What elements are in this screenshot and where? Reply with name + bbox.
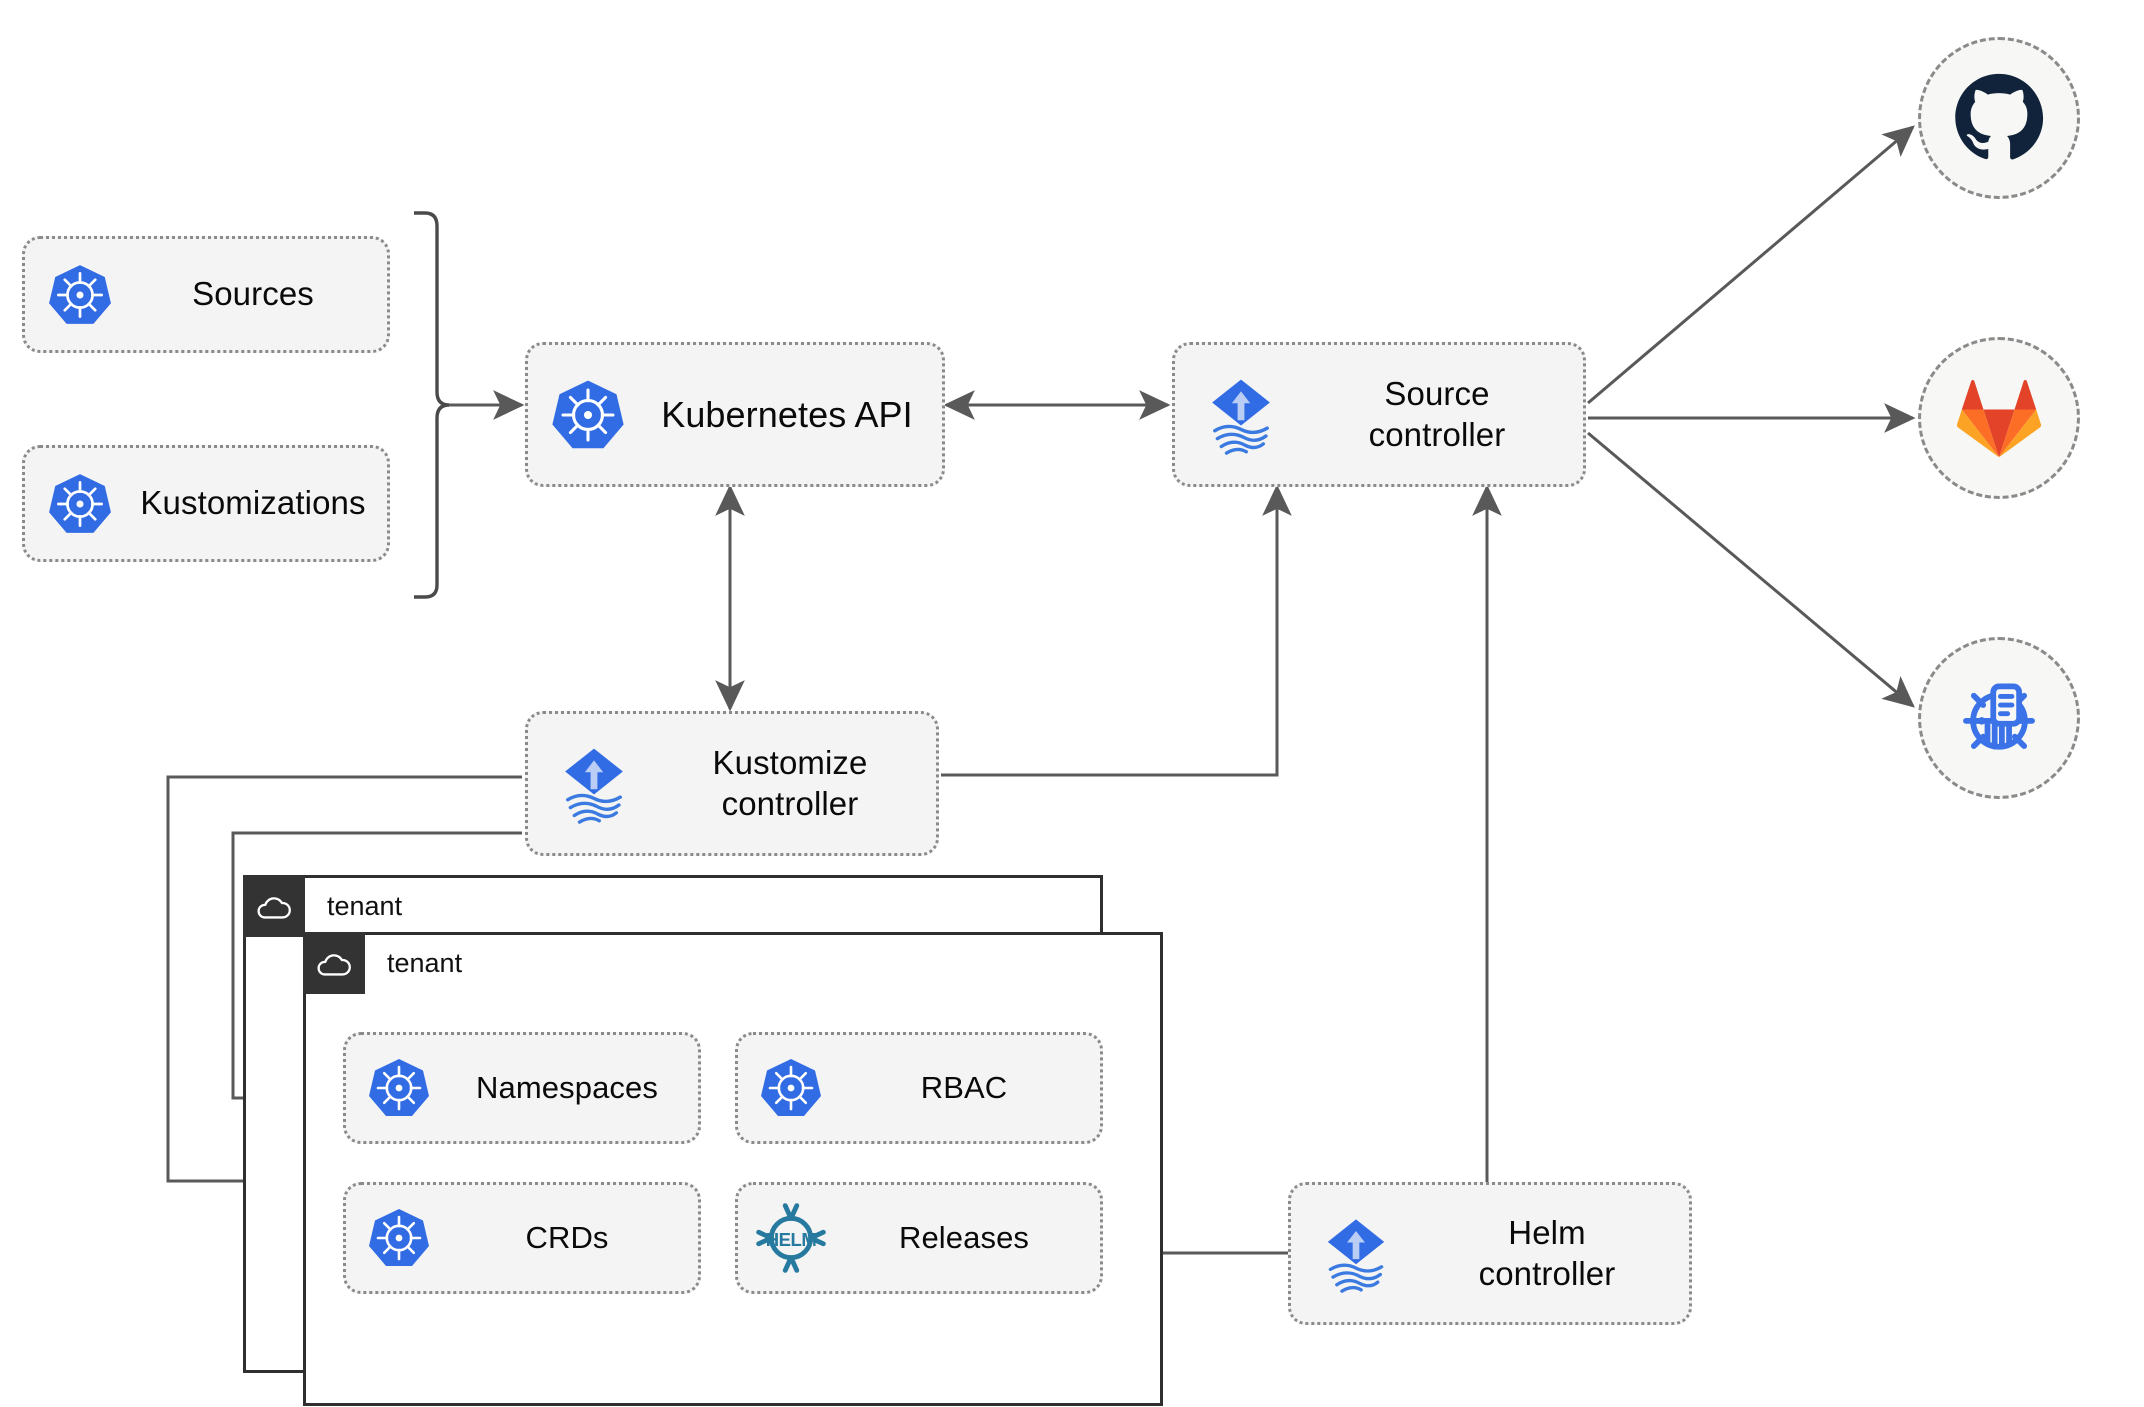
- node-sources-label: Sources: [192, 275, 314, 313]
- source-controller-line1: Source: [1384, 375, 1490, 413]
- helm-repository-icon: [1963, 683, 2035, 750]
- kubernetes-icon: [346, 1056, 452, 1120]
- kubernetes-icon: [25, 471, 135, 537]
- kubernetes-icon: [25, 262, 135, 328]
- tenant-label-back: tenant: [327, 890, 403, 921]
- cloud-icon: [303, 932, 365, 994]
- node-crds[interactable]: CRDs: [343, 1182, 701, 1294]
- node-kustomizations[interactable]: Kustomizations: [22, 445, 390, 562]
- node-kustomize-controller[interactable]: Kustomize controller: [525, 711, 939, 856]
- node-namespaces-label: Namespaces: [476, 1070, 658, 1106]
- node-rbac[interactable]: RBAC: [735, 1032, 1103, 1144]
- node-kustomize-controller-label: Kustomize controller: [660, 743, 936, 824]
- helm-controller-line2: controller: [1478, 1254, 1616, 1292]
- node-source-controller-label: Source controller: [1307, 374, 1583, 455]
- provider-helm-repository[interactable]: [1918, 637, 2080, 799]
- node-helm-controller[interactable]: Helm controller: [1288, 1182, 1692, 1325]
- helm-icon: HELM: [738, 1201, 844, 1275]
- svg-text:HELM: HELM: [766, 1229, 817, 1250]
- github-icon: [1955, 73, 2044, 160]
- flux-icon: [1291, 1213, 1421, 1295]
- node-kubernetes-api[interactable]: Kubernetes API: [525, 342, 945, 487]
- resources-bracket: [414, 211, 450, 599]
- node-kustomizations-label: Kustomizations: [140, 484, 366, 522]
- provider-github[interactable]: [1918, 37, 2080, 199]
- kustomize-controller-line1: Kustomize: [712, 744, 868, 782]
- source-controller-line2: controller: [1368, 415, 1506, 453]
- kubernetes-icon: [528, 377, 648, 453]
- kubernetes-icon: [738, 1056, 844, 1120]
- node-releases-label: Releases: [898, 1220, 1030, 1256]
- flux-icon: [528, 742, 660, 826]
- kubernetes-icon: [346, 1206, 452, 1270]
- node-rbac-label: RBAC: [920, 1070, 1008, 1106]
- helm-controller-line1: Helm: [1508, 1214, 1586, 1252]
- node-source-controller[interactable]: Source controller: [1172, 342, 1586, 487]
- provider-gitlab[interactable]: [1918, 337, 2080, 499]
- kustomize-controller-line2: controller: [721, 784, 859, 822]
- gitlab-icon: [1956, 380, 2042, 458]
- node-kubernetes-api-label: Kubernetes API: [661, 393, 913, 435]
- cloud-icon: [243, 875, 305, 937]
- node-helm-controller-label: Helm controller: [1421, 1213, 1689, 1294]
- tenant-tab-back[interactable]: tenant: [243, 875, 402, 937]
- node-sources[interactable]: Sources: [22, 236, 390, 353]
- tenant-tab-front[interactable]: tenant: [303, 932, 462, 994]
- node-namespaces[interactable]: Namespaces: [343, 1032, 701, 1144]
- node-crds-label: CRDs: [525, 1220, 609, 1256]
- node-releases[interactable]: HELM Releases: [735, 1182, 1103, 1294]
- tenant-label-front: tenant: [387, 947, 463, 978]
- flux-icon: [1175, 373, 1307, 457]
- tenant-frame-front[interactable]: tenant: [303, 932, 1163, 1406]
